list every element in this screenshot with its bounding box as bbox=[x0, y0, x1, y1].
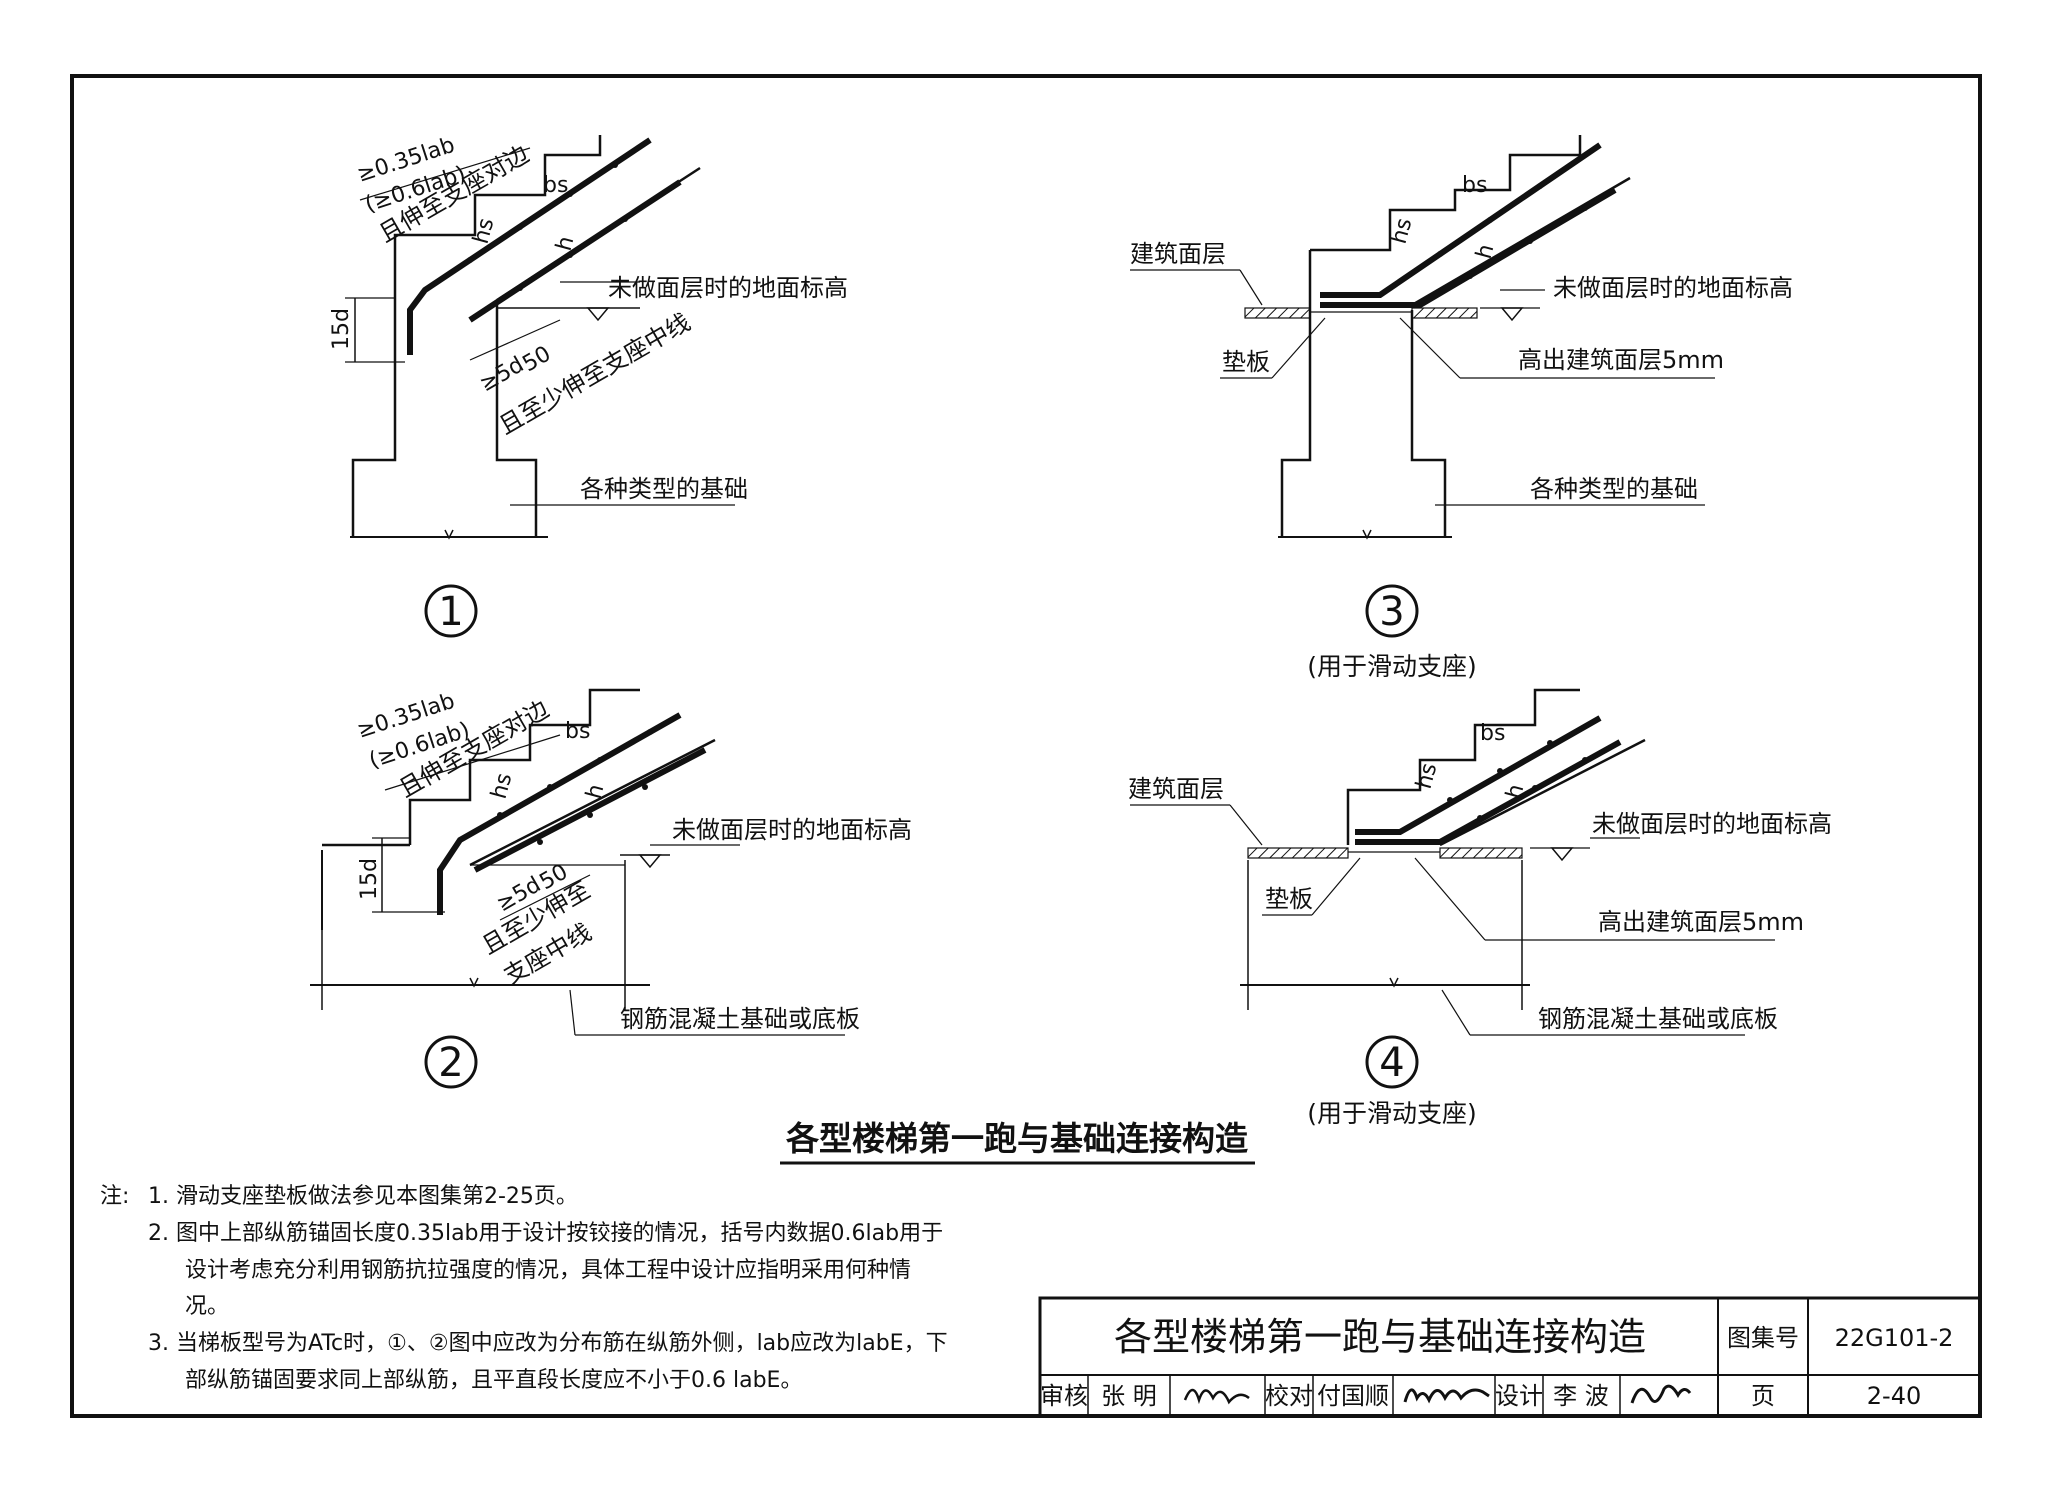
d3-ground-note: 未做面层时的地面标高 bbox=[1553, 274, 1793, 302]
d2-bs: bs bbox=[565, 719, 590, 744]
tb-review-label: 审核 bbox=[1040, 1382, 1088, 1410]
tb-atlas-no: 22G101-2 bbox=[1835, 1324, 1954, 1352]
note-3a: 3. 当梯板型号为ATc时，①、②图中应改为分布筋在纵筋外侧，lab应改为lab… bbox=[148, 1331, 948, 1356]
d3-hs: hs bbox=[1387, 216, 1418, 247]
tb-title: 各型楼梯第一跑与基础连接构造 bbox=[1114, 1315, 1646, 1359]
d3-bs: bs bbox=[1462, 173, 1487, 198]
d4-caption: (用于滑动支座) bbox=[1307, 1099, 1477, 1128]
tb-page-label: 页 bbox=[1751, 1382, 1775, 1410]
d3-finish: 建筑面层 bbox=[1130, 240, 1226, 268]
d1-foundation: 各种类型的基础 bbox=[580, 475, 748, 503]
d4-foundation: 钢筋混凝土基础或底板 bbox=[1538, 1005, 1778, 1033]
notes: 注: 1. 滑动支座垫板做法参见本图集第2-25页。 2. 图中上部纵筋锚固长度… bbox=[100, 1184, 948, 1393]
d4-finish: 建筑面层 bbox=[1128, 775, 1224, 803]
d4-ground-note: 未做面层时的地面标高 bbox=[1592, 810, 1832, 838]
d4-hs: hs bbox=[1412, 761, 1443, 792]
d2-h: h bbox=[582, 782, 610, 802]
d4-bs: bs bbox=[1480, 721, 1505, 746]
tb-check-label: 校对 bbox=[1265, 1382, 1313, 1410]
tb-page-no: 2-40 bbox=[1867, 1382, 1921, 1410]
d2-foundation: 钢筋混凝土基础或底板 bbox=[620, 1005, 860, 1033]
d3-h: h bbox=[1472, 242, 1500, 262]
note-1: 1. 滑动支座垫板做法参见本图集第2-25页。 bbox=[148, 1184, 578, 1209]
title-block: 各型楼梯第一跑与基础连接构造 图集号 22G101-2 审核 张 明 校对 付国… bbox=[1038, 1296, 1982, 1418]
d2-ground-note: 未做面层时的地面标高 bbox=[672, 816, 912, 844]
detail-4: bs hs h 建筑面层 垫板 未做面层时的地面标高 高出建筑面层5mm 钢筋混… bbox=[1128, 688, 1832, 1128]
d3-caption: (用于滑动支座) bbox=[1307, 652, 1477, 681]
sheet-border bbox=[70, 74, 1982, 1418]
note-2c: 况。 bbox=[185, 1294, 229, 1319]
d1-bs: bs bbox=[543, 173, 568, 198]
tb-reviewer: 张 明 bbox=[1101, 1382, 1157, 1410]
detail-2: ≥0.35lab (≥0.6lab) 且伸至支座对边 bs hs h 15d ≥… bbox=[310, 689, 912, 1089]
d1-ground-note: 未做面层时的地面标高 bbox=[608, 274, 848, 302]
d1-number: 1 bbox=[438, 589, 463, 635]
d4-pad: 垫板 bbox=[1265, 885, 1313, 913]
note-3b: 部纵筋锚固要求同上部纵筋，且平直段长度应不小于0.6 labE。 bbox=[185, 1368, 802, 1393]
d2-number: 2 bbox=[438, 1040, 463, 1086]
d4-number: 4 bbox=[1379, 1040, 1404, 1086]
d2-hs: hs bbox=[487, 771, 518, 802]
note-2b: 设计考虑充分利用钢筋抗拉强度的情况，具体工程中设计应指明采用何种情 bbox=[185, 1258, 911, 1283]
d3-foundation: 各种类型的基础 bbox=[1530, 475, 1698, 503]
d3-number: 3 bbox=[1379, 589, 1404, 635]
main-title: 各型楼梯第一跑与基础连接构造 bbox=[785, 1119, 1248, 1158]
detail-3: bs hs h 建筑面层 垫板 未做面层时的地面标高 高出建筑面层5mm 各种类… bbox=[1130, 135, 1793, 681]
reviewer-signature bbox=[1183, 1388, 1250, 1405]
d3-pad: 垫板 bbox=[1222, 348, 1270, 376]
d2-hook: 15d bbox=[357, 858, 382, 900]
detail-1: ≥0.35lab (≥0.6lab) 且伸至支座对边 bs hs h 15d ≥… bbox=[329, 133, 848, 638]
tb-designer: 李 波 bbox=[1553, 1382, 1609, 1410]
note-2a: 2. 图中上部纵筋锚固长度0.35lab用于设计按铰接的情况，括号内数据0.6l… bbox=[148, 1221, 943, 1246]
tb-checker: 付国顺 bbox=[1317, 1382, 1389, 1410]
d1-hook: 15d bbox=[329, 308, 354, 350]
d1-h: h bbox=[552, 234, 580, 254]
d3-raise: 高出建筑面层5mm bbox=[1518, 346, 1724, 374]
checker-signature bbox=[1403, 1388, 1490, 1404]
designer-signature bbox=[1630, 1384, 1692, 1404]
d4-raise: 高出建筑面层5mm bbox=[1598, 908, 1804, 936]
tb-atlas-label: 图集号 bbox=[1727, 1324, 1799, 1352]
tb-design-label: 设计 bbox=[1495, 1382, 1543, 1410]
d4-h: h bbox=[1502, 782, 1530, 802]
notes-label: 注: bbox=[100, 1184, 129, 1209]
